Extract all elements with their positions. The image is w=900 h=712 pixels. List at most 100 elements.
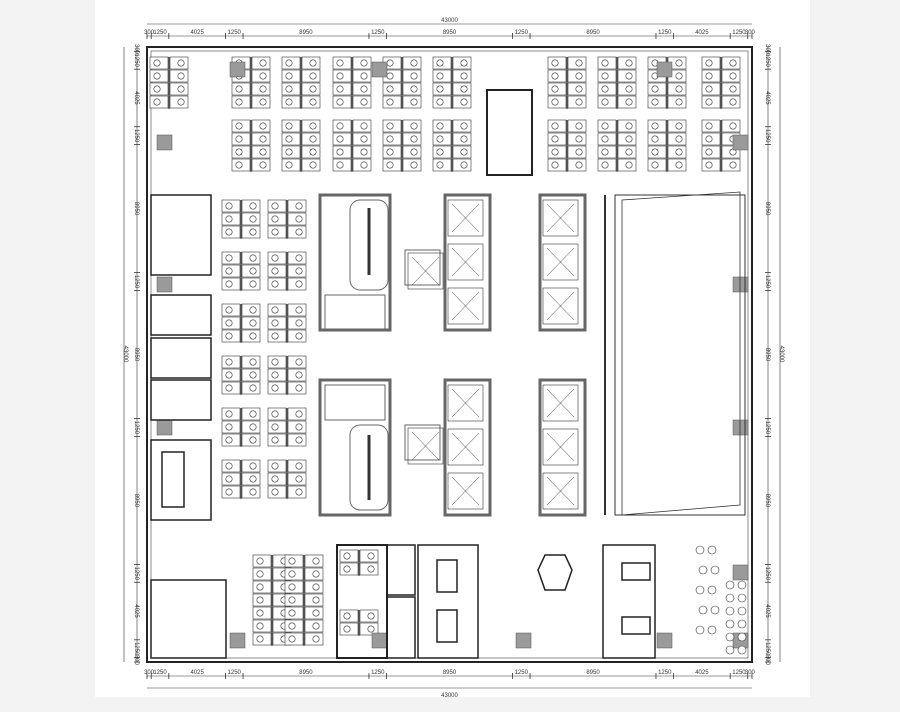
chair	[360, 135, 368, 143]
chair	[460, 72, 468, 80]
dimension-label: 1250	[515, 30, 529, 36]
chair	[551, 98, 559, 106]
round-table	[695, 545, 705, 555]
dimension-label: 1250	[371, 30, 385, 36]
dimension-label: 8950	[133, 348, 139, 362]
chair	[259, 72, 267, 80]
dimension-label: 1250	[732, 30, 746, 36]
chair	[575, 161, 583, 169]
overall-width-label: 43000	[441, 18, 458, 24]
chair	[285, 85, 293, 93]
chair	[271, 410, 279, 418]
column	[229, 632, 246, 649]
chair	[249, 215, 257, 223]
chair	[235, 98, 243, 106]
chair	[460, 85, 468, 93]
chair	[271, 423, 279, 431]
meeting-table-2	[436, 609, 458, 643]
column	[656, 632, 673, 649]
elevator-car	[542, 287, 579, 325]
column	[156, 276, 173, 293]
chair	[295, 488, 303, 496]
dimension-label: 1250	[133, 275, 139, 289]
dimension-label: 1250	[764, 642, 770, 656]
chair	[295, 358, 303, 366]
elevator-car	[447, 243, 484, 281]
dimension-label: 1250	[764, 421, 770, 435]
chair	[651, 98, 659, 106]
chair	[225, 306, 233, 314]
dimension-label: 1250	[153, 670, 167, 676]
chair	[259, 135, 267, 143]
chair	[259, 161, 267, 169]
multi-function-hall	[614, 194, 746, 516]
chair	[271, 462, 279, 470]
chair	[295, 306, 303, 314]
chair	[295, 423, 303, 431]
chair	[625, 135, 633, 143]
elevator-cross	[546, 291, 575, 321]
chair	[271, 280, 279, 288]
round-table	[725, 619, 735, 629]
round-table	[707, 585, 717, 595]
chair	[271, 488, 279, 496]
chair	[551, 72, 559, 80]
chair	[386, 148, 394, 156]
core-lower	[318, 378, 587, 517]
chair	[575, 85, 583, 93]
chair	[625, 161, 633, 169]
elevator-cross	[451, 203, 480, 233]
chair	[436, 59, 444, 67]
chair	[225, 358, 233, 366]
chair	[295, 280, 303, 288]
round-table	[695, 585, 705, 595]
dimension-label: 1250	[764, 129, 770, 143]
column	[732, 134, 749, 151]
chair	[285, 135, 293, 143]
overall-width-label: 43000	[441, 693, 458, 699]
dimension-label: 1250	[133, 642, 139, 656]
chair	[225, 410, 233, 418]
chair	[386, 135, 394, 143]
elevator-cross	[546, 247, 575, 277]
column	[371, 632, 388, 649]
overall-height-label: 43000	[122, 346, 128, 363]
chair	[551, 148, 559, 156]
chair	[625, 59, 633, 67]
dimension-label: 1250	[133, 129, 139, 143]
elevator-car	[447, 472, 484, 510]
dimension-label: 1250	[371, 670, 385, 676]
elevator-cross	[546, 388, 575, 418]
meeting-table-4	[621, 616, 651, 635]
chair	[705, 161, 713, 169]
chair	[601, 72, 609, 80]
exterior-wall	[146, 46, 753, 663]
chair	[225, 202, 233, 210]
chair	[256, 570, 264, 578]
chair	[177, 85, 185, 93]
chair	[309, 98, 317, 106]
chair	[436, 85, 444, 93]
chair	[360, 85, 368, 93]
chair	[312, 609, 320, 617]
chair	[225, 228, 233, 236]
chair	[249, 371, 257, 379]
elevator-cross	[451, 432, 480, 462]
stair-upper	[318, 193, 392, 332]
chair	[271, 228, 279, 236]
round-tables	[695, 545, 747, 655]
chair	[288, 570, 296, 578]
chair	[249, 202, 257, 210]
dimension-label: 8950	[133, 202, 139, 216]
executive-office	[150, 579, 227, 659]
core-upper	[318, 193, 587, 332]
chair	[551, 59, 559, 67]
chair	[360, 161, 368, 169]
office-left-1	[150, 194, 212, 276]
chair	[312, 570, 320, 578]
chair	[343, 612, 351, 620]
column	[156, 419, 173, 436]
chair	[288, 583, 296, 591]
restroom-lower	[324, 384, 386, 421]
